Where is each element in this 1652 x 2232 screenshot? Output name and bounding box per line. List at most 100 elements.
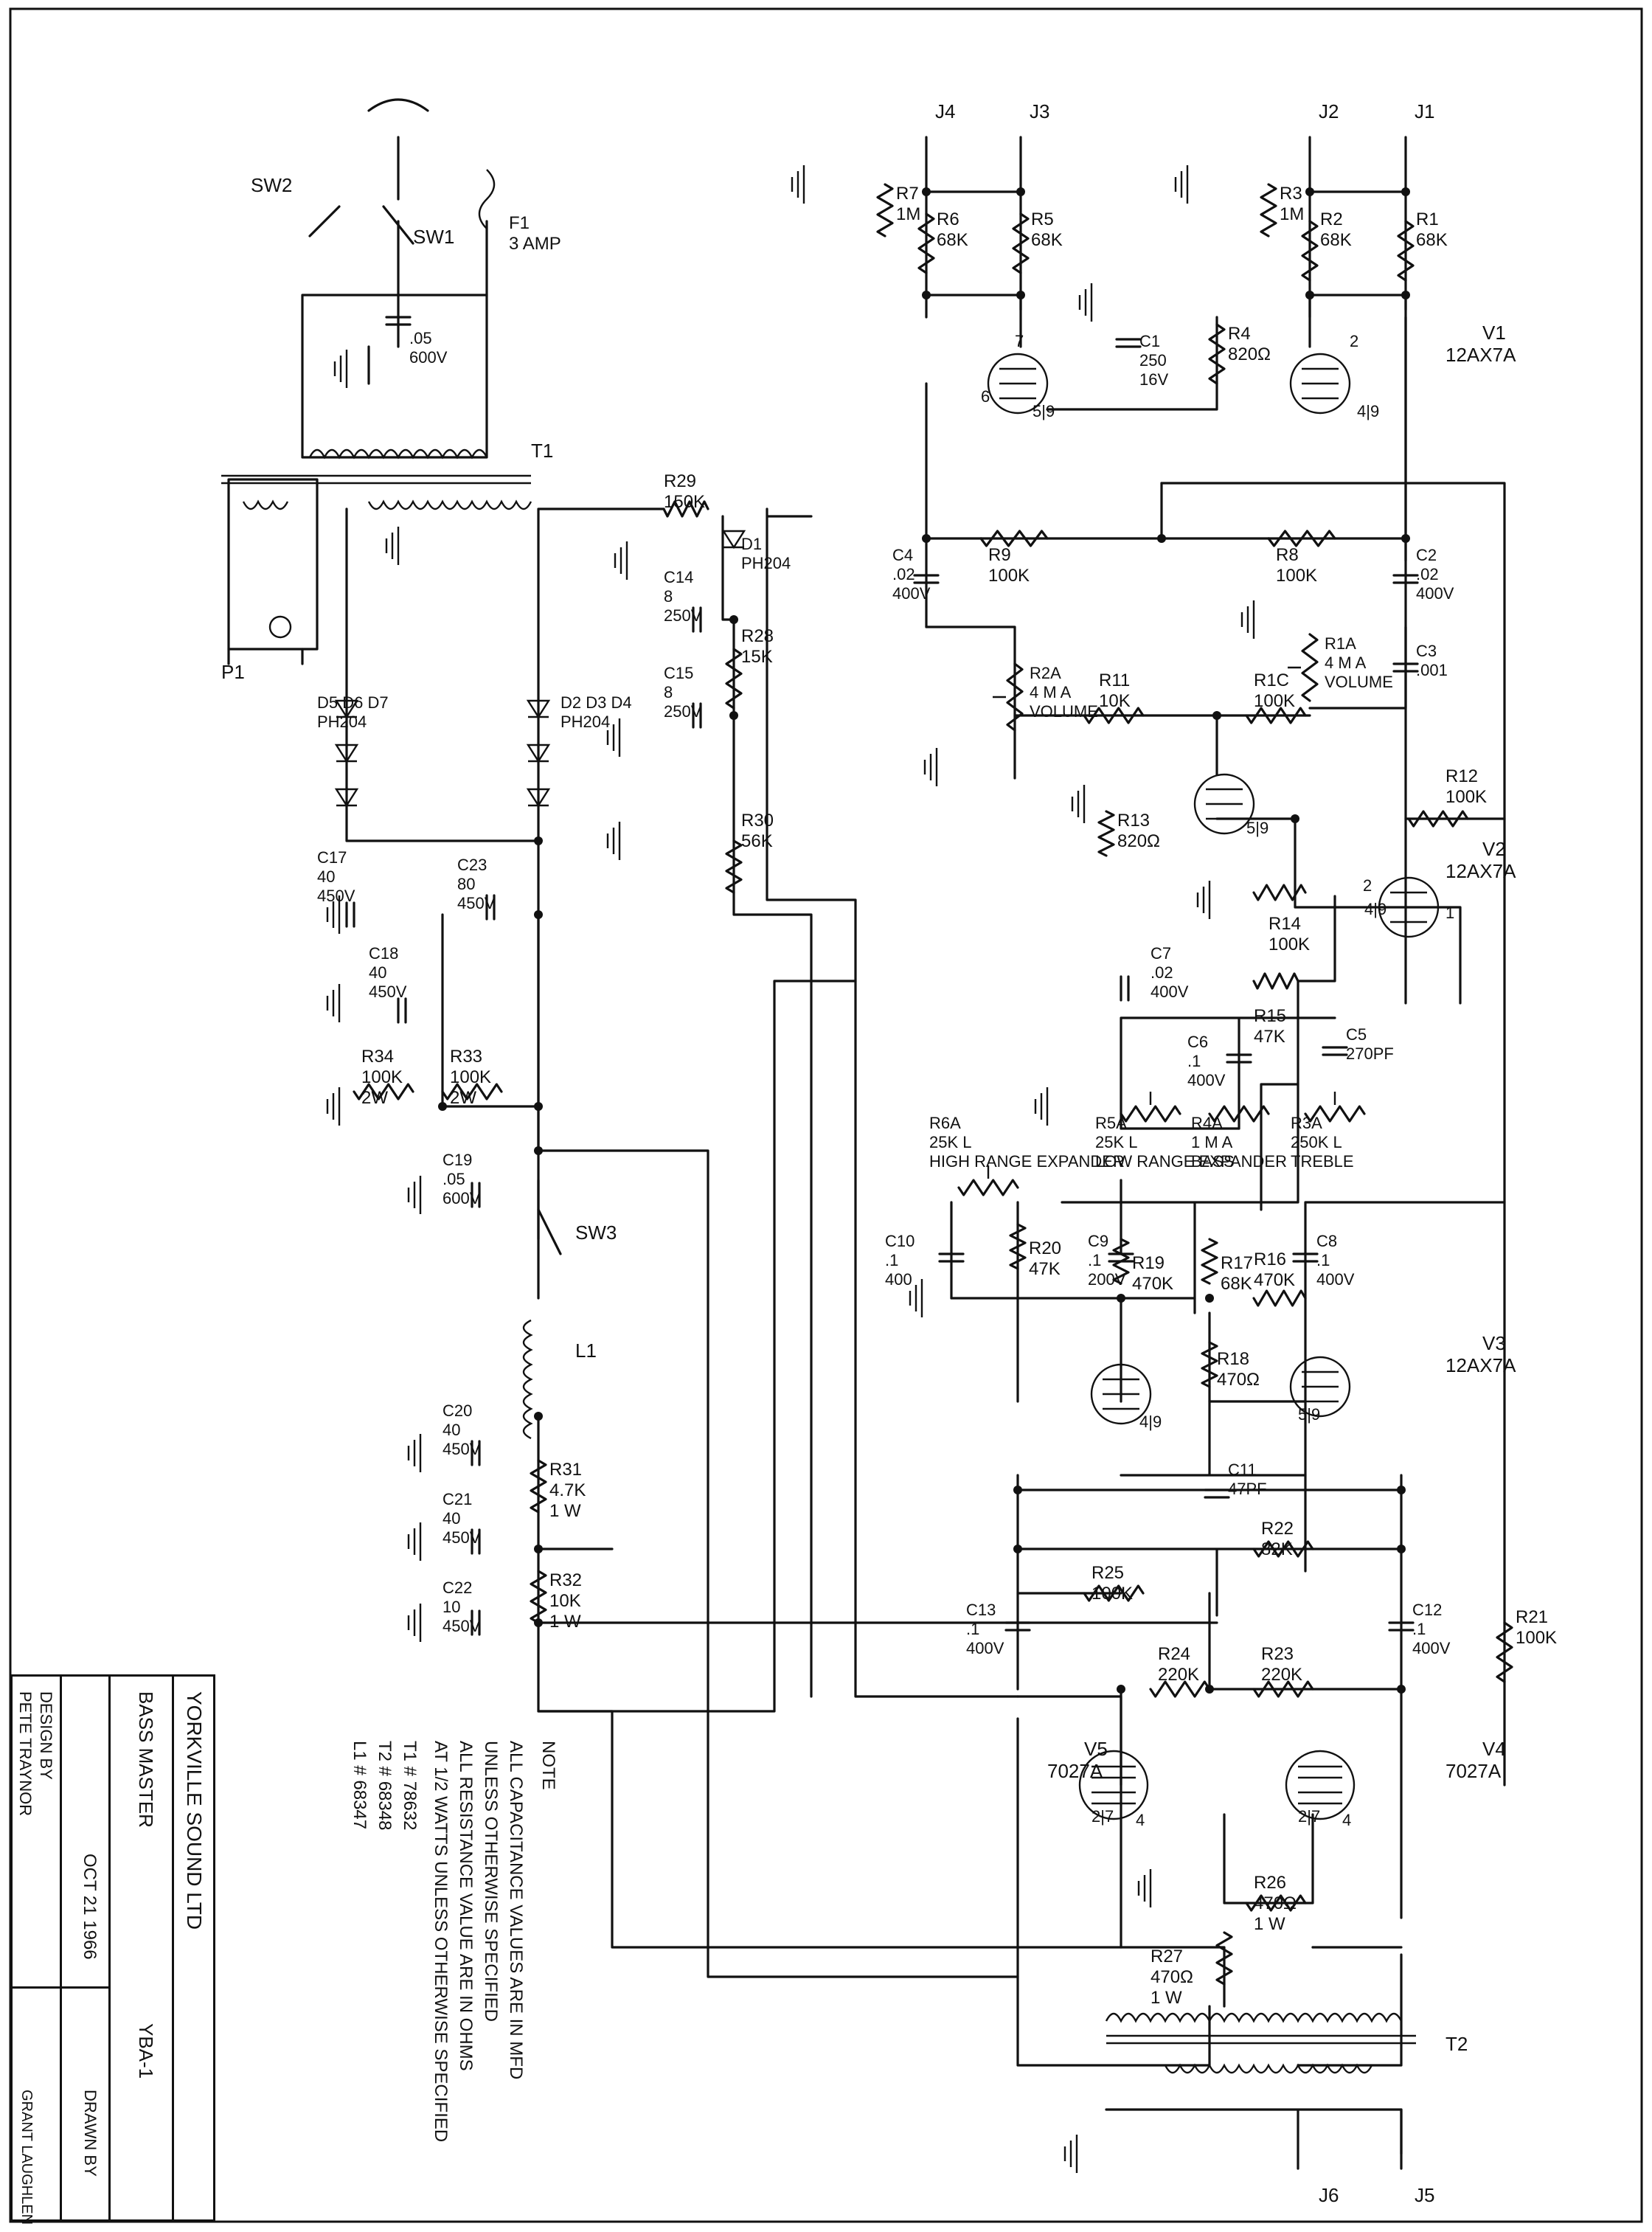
component-label: R18: [1217, 1349, 1249, 1369]
component-label: C21: [442, 1490, 472, 1508]
component-label: R6A: [929, 1114, 961, 1132]
tube-v4: [1285, 1750, 1356, 1820]
capacitor-c5: [1322, 1046, 1348, 1056]
junction-dot: [534, 836, 543, 845]
component-label: 100K: [988, 566, 1030, 586]
jack-label: J1: [1415, 100, 1434, 122]
component-label: VOLUME: [1325, 673, 1393, 691]
component-label: 450V: [442, 1617, 481, 1635]
capacitor-c10: [938, 1252, 965, 1263]
company-name: YORKVILLE SOUND LTD: [183, 1691, 206, 1930]
component-label: 1 M A: [1191, 1133, 1233, 1151]
resistor-r6: [917, 212, 935, 274]
component-label: 3 AMP: [509, 234, 561, 254]
component-label: R25: [1092, 1563, 1124, 1583]
component-label: 100K: [450, 1067, 491, 1087]
component-label: R17: [1221, 1253, 1253, 1273]
pin-label: 1: [1446, 904, 1454, 922]
component-label: 68K: [1416, 230, 1448, 250]
ground-icon: [407, 1434, 422, 1472]
ground-symbols: [326, 165, 1255, 2173]
component-label: 820Ω: [1117, 831, 1160, 851]
component-label: 10K: [549, 1591, 581, 1611]
junction-dot: [1397, 1545, 1406, 1553]
component-label: R13: [1117, 811, 1150, 831]
component-label: R3A: [1291, 1114, 1322, 1132]
component-label: TREBLE: [1291, 1152, 1354, 1171]
component-label: 270PF: [1346, 1044, 1394, 1063]
component-label: R6: [937, 209, 959, 229]
component-label: 400V: [1412, 1639, 1451, 1657]
component-label: D1: [741, 535, 762, 553]
junction-dot: [534, 1412, 543, 1421]
component-label: C22: [442, 1578, 472, 1597]
drawing-date: OCT 21 1966: [80, 1854, 100, 1960]
tube-ref: V2: [1482, 838, 1506, 860]
tubes: [987, 353, 1440, 1820]
ground-icon: [791, 165, 805, 204]
diode-d2b: [526, 744, 551, 763]
power-label-l1: L1: [575, 1339, 597, 1362]
ground-icon: [407, 1604, 422, 1642]
junction-dot: [1013, 1545, 1022, 1553]
note-line: UNLESS OTHERWISE SPECIFIED: [481, 1741, 501, 2022]
ground-icon: [909, 1279, 923, 1317]
pin-label: 7: [1015, 332, 1024, 350]
pin-label: 6: [981, 387, 990, 406]
component-label: C13: [966, 1601, 996, 1619]
capacitor-c22: [471, 1609, 481, 1636]
potentiometer-r3a: [1304, 1105, 1366, 1123]
jack-label: J5: [1415, 2184, 1434, 2206]
component-label: 400V: [1316, 1270, 1355, 1289]
resistor-r7: [876, 183, 894, 238]
component-label: C7: [1150, 944, 1171, 963]
junction-dot: [1401, 291, 1410, 299]
junction-dot: [1401, 187, 1410, 196]
component-label: 100K: [1254, 691, 1295, 711]
component-label: R22: [1261, 1519, 1294, 1539]
pin-label: 2|7: [1298, 1807, 1320, 1826]
component-label: 100K: [1516, 1628, 1557, 1648]
transformer-t2: [1105, 2012, 1416, 2074]
tube-v3: [1289, 1356, 1351, 1418]
resistor-r34: [353, 1083, 414, 1101]
component-label: C2: [1416, 546, 1437, 564]
component-label: R15: [1254, 1006, 1286, 1026]
junction-dot: [1016, 291, 1025, 299]
ground-icon: [923, 748, 938, 786]
component-label: 470Ω: [1150, 1967, 1193, 1987]
fuse-symbol: [478, 169, 496, 229]
component-label: .1: [1088, 1251, 1101, 1269]
resistor-r29: [662, 500, 709, 518]
component-label: R23: [1261, 1644, 1294, 1664]
component-label: 47PF: [1228, 1480, 1267, 1498]
component-label: R34: [361, 1047, 394, 1067]
diode-d1: [721, 530, 746, 550]
component-label: 82K: [1261, 1539, 1293, 1559]
pin-label: 4: [1136, 1811, 1145, 1829]
component-label: 470K: [1132, 1274, 1173, 1294]
component-label: 100K: [1276, 566, 1317, 586]
mains-plug-symbol: [367, 98, 429, 112]
resistor-r15: [1252, 972, 1299, 990]
ground-icon: [333, 350, 348, 388]
resistor-r14: [1252, 884, 1307, 901]
junction-dot: [729, 711, 738, 720]
component-label: 40: [442, 1421, 460, 1439]
component-label: R19: [1132, 1253, 1165, 1273]
component-label: VOLUME: [1030, 702, 1098, 721]
component-label: D2 D3 D4: [560, 693, 632, 712]
resistor-r32: [530, 1570, 547, 1624]
capacitor-c7: [1120, 975, 1130, 1002]
component-label: C8: [1316, 1232, 1337, 1250]
component-label: 25K L: [1095, 1133, 1138, 1151]
component-label: 470Ω: [1217, 1370, 1260, 1390]
diode-d2: [526, 699, 551, 719]
tube-type: 12AX7A: [1446, 344, 1516, 366]
ground-icon: [1071, 785, 1086, 823]
choke-l1: [522, 1319, 533, 1440]
component-label: .02: [1416, 565, 1439, 583]
note-line: T2 # 68348: [375, 1741, 395, 1831]
tube-v2b: [1193, 773, 1255, 835]
component-label: C18: [369, 944, 398, 963]
